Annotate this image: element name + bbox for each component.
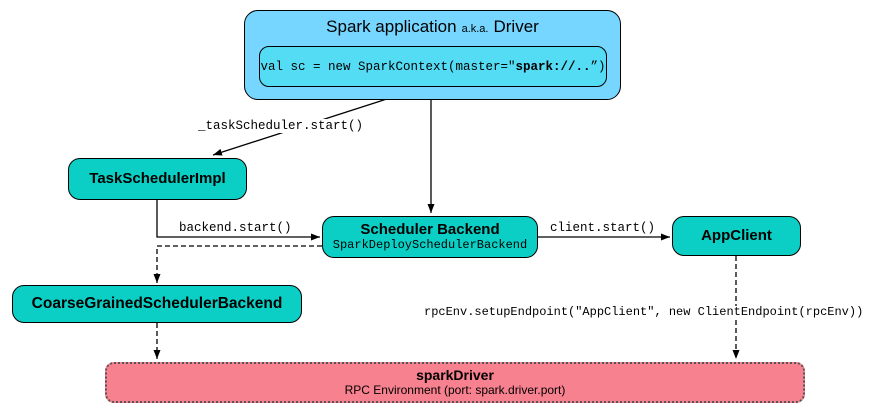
spark-application-title-driver: Driver: [493, 17, 539, 36]
sparkcontext-code-suffix: ”): [590, 59, 606, 74]
sparkcontext-code-prefix: val sc = new SparkContext(master=": [260, 59, 516, 74]
sparkdriver-sublabel: RPC Environment (port: spark.driver.port…: [344, 383, 566, 398]
sparkdriver-box: sparkDriver RPC Environment (port: spark…: [105, 362, 805, 403]
client-start-label: client.start(): [548, 221, 658, 236]
appclient-box: AppClient: [672, 216, 801, 256]
taskschedulerimpl-box: TaskSchedulerImpl: [68, 158, 247, 200]
sparkcontext-code-box: val sc = new SparkContext(master="spark:…: [259, 46, 607, 87]
edge-taskscheduler-to-schedulerbackend: [156, 200, 320, 241]
sparkdriver-label: sparkDriver: [416, 366, 494, 383]
scheduler-backend-label: Scheduler Backend: [360, 221, 500, 239]
spark-application-box: Spark application a.k.a. Driver val sc =…: [244, 10, 621, 100]
scheduler-backend-sublabel: SparkDeploySchedulerBackend: [332, 238, 528, 253]
rpc-setup-endpoint-label: rpcEnv.setupEndpoint("AppClient", new Cl…: [422, 305, 866, 320]
coarsegrainedschedulerbackend-label: CoarseGrainedSchedulerBackend: [31, 295, 283, 313]
spark-application-title: Spark application a.k.a. Driver: [326, 17, 539, 37]
taskschedulerimpl-label: TaskSchedulerImpl: [89, 170, 226, 188]
taskscheduler-start-label: _taskScheduler.start(): [196, 119, 366, 134]
backend-start-label: backend.start(): [177, 221, 294, 236]
scheduler-backend-box: Scheduler Backend SparkDeploySchedulerBa…: [322, 216, 538, 258]
spark-application-title-aka: a.k.a.: [461, 23, 489, 35]
appclient-label: AppClient: [701, 227, 772, 245]
coarsegrainedschedulerbackend-box: CoarseGrainedSchedulerBackend: [12, 285, 302, 323]
spark-application-title-main: Spark application: [326, 17, 457, 36]
edge-schedulerbackend-to-coarsegrained: [153, 245, 322, 283]
sparkcontext-code-master-url: spark://..: [515, 59, 591, 74]
